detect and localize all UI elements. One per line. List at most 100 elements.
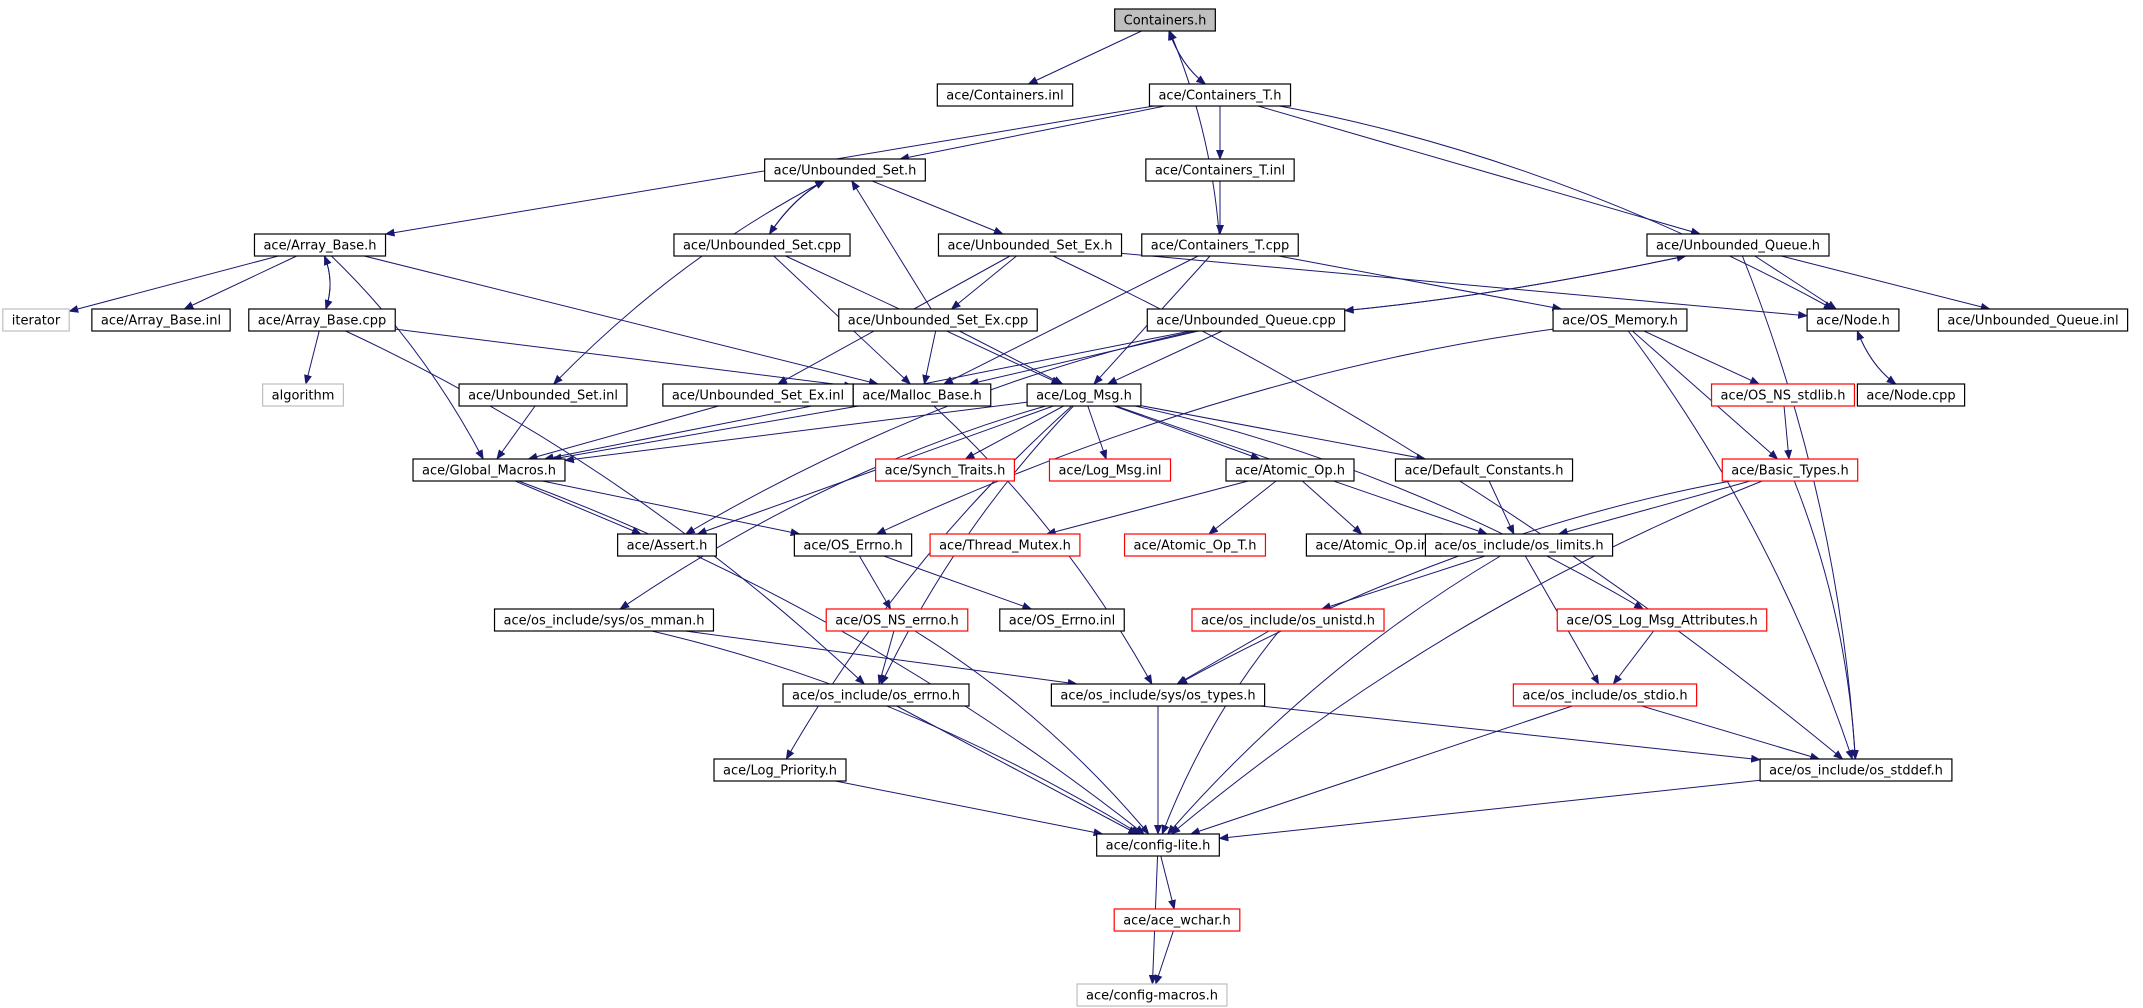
node-ace-atomic-op-t-h[interactable]: ace/Atomic_Op_T.h	[1123, 533, 1267, 557]
node-ace-containers-inl[interactable]: ace/Containers.inl	[936, 83, 1074, 107]
edge-ace-unbounded-set-ex-cpp-to-ace-unbounded-set-h	[851, 180, 932, 310]
node-box	[793, 533, 913, 557]
node-ace-containers-t-cpp[interactable]: ace/Containers_T.cpp	[1141, 233, 1299, 257]
node-box	[1394, 458, 1574, 482]
edge-ace-array-base-cpp-to-algorithm	[304, 330, 320, 385]
edge-ace-log-msg-h-to-ace-os-log-msg-attributes-h	[1134, 405, 1645, 610]
node-box	[1148, 83, 1292, 107]
node-ace-unbounded-set-cpp[interactable]: ace/Unbounded_Set.cpp	[673, 233, 851, 257]
node-ace-os-include-sys-os-types-h[interactable]: ace/os_include/sys/os_types.h	[1050, 683, 1266, 707]
node-label: ace/Containers_T.inl	[1155, 164, 1285, 179]
node-ace-atomic-op-h[interactable]: ace/Atomic_Op.h	[1225, 458, 1355, 482]
edge-ace-os-errno-h-to-ace-os-ns-errno-h	[859, 555, 892, 610]
node-ace-os-ns-stdlib-h[interactable]: ace/OS_NS_stdlib.h	[1710, 383, 1856, 407]
node-label: ace/Default_Constants.h	[1404, 464, 1563, 479]
node-ace-os-include-os-errno-h[interactable]: ace/os_include/os_errno.h	[782, 683, 970, 707]
node-ace-unbounded-set-ex-cpp[interactable]: ace/Unbounded_Set_Ex.cpp	[838, 308, 1038, 332]
node-ace-containers-t-inl[interactable]: ace/Containers_T.inl	[1145, 158, 1295, 182]
node-box	[1076, 983, 1228, 1007]
node-ace-os-memory-h[interactable]: ace/OS_Memory.h	[1552, 308, 1688, 332]
node-label: ace/Containers_T.cpp	[1151, 239, 1289, 254]
edge-ace-os-include-os-stdio-h-to-ace-config-lite-h	[1189, 705, 1573, 835]
node-ace-os-log-msg-attributes-h[interactable]: ace/OS_Log_Msg_Attributes.h	[1556, 608, 1768, 632]
edge-ace-unbounded-set-ex-cpp-to-ace-malloc-base-h	[922, 330, 937, 385]
node-ace-os-errno-h[interactable]: ace/OS_Errno.h	[793, 533, 913, 557]
node-ace-basic-types-h[interactable]: ace/Basic_Types.h	[1721, 458, 1859, 482]
node-ace-array-base-h[interactable]: ace/Array_Base.h	[253, 233, 387, 257]
node-ace-log-msg-h[interactable]: ace/Log_Msg.h	[1026, 383, 1142, 407]
node-box	[764, 158, 926, 182]
edge-ace-os-include-os-unistd-h-to-ace-os-include-sys-os-types-h	[1176, 630, 1270, 685]
edge-ace-os-include-os-errno-h-to-ace-config-lite-h	[896, 705, 1139, 835]
edge-ace-os-include-sys-os-mman-h-to-ace-os-include-sys-os-types-h	[685, 630, 1078, 687]
node-label: ace/Unbounded_Queue.inl	[1947, 314, 2118, 329]
edge-ace-atomic-op-h-to-ace-atomic-op-inl	[1301, 480, 1363, 535]
node-ace-malloc-base-h[interactable]: ace/Malloc_Base.h	[852, 383, 992, 407]
node-ace-assert-h[interactable]: ace/Assert.h	[617, 533, 717, 557]
node-box	[2, 308, 70, 332]
node-ace-os-include-os-stddef-h[interactable]: ace/os_include/os_stddef.h	[1759, 758, 1953, 782]
node-ace-ace-wchar-h[interactable]: ace/ace_wchar.h	[1113, 908, 1241, 932]
node-iterator[interactable]: iterator	[2, 308, 70, 332]
node-label: Containers.h	[1124, 14, 1207, 29]
node-ace-array-base-inl[interactable]: ace/Array_Base.inl	[91, 308, 231, 332]
node-box	[458, 383, 628, 407]
edge-ace-log-msg-h-to-ace-log-msg-inl	[1087, 405, 1108, 460]
node-ace-node-cpp[interactable]: ace/Node.cpp	[1856, 383, 1966, 407]
node-ace-unbounded-set-inl[interactable]: ace/Unbounded_Set.inl	[458, 383, 628, 407]
node-ace-array-base-cpp[interactable]: ace/Array_Base.cpp	[248, 308, 396, 332]
node-ace-global-macros-h[interactable]: ace/Global_Macros.h	[412, 458, 566, 482]
node-ace-config-macros-h[interactable]: ace/config-macros.h	[1076, 983, 1228, 1007]
node-ace-os-include-os-limits-h[interactable]: ace/os_include/os_limits.h	[1424, 533, 1614, 557]
node-box	[262, 383, 344, 407]
node-label: ace/OS_Memory.h	[1562, 314, 1678, 329]
node-label: ace/Containers.inl	[946, 89, 1063, 104]
node-label: ace/os_include/os_unistd.h	[1201, 614, 1375, 629]
edge-ace-array-base-h-to-ace-malloc-base-h	[364, 255, 879, 386]
node-ace-os-include-os-stdio-h[interactable]: ace/os_include/os_stdio.h	[1512, 683, 1698, 707]
node-ace-os-ns-errno-h[interactable]: ace/OS_NS_errno.h	[825, 608, 969, 632]
edge-ace-unbounded-set-ex-inl-to-ace-global-macros-h	[527, 405, 719, 461]
edge-ace-os-include-sys-os-types-h-to-ace-os-include-os-stddef-h	[1260, 705, 1762, 763]
node-label: ace/Containers_T.h	[1158, 89, 1281, 104]
edge-ace-unbounded-set-h-to-ace-unbounded-set-ex-h	[871, 180, 1004, 235]
node-ace-default-constants-h[interactable]: ace/Default_Constants.h	[1394, 458, 1574, 482]
edge-ace-unbounded-queue-h-to-ace-unbounded-queue-cpp	[1343, 255, 1686, 314]
node-ace-unbounded-queue-inl[interactable]: ace/Unbounded_Queue.inl	[1937, 308, 2129, 332]
node-ace-unbounded-queue-cpp[interactable]: ace/Unbounded_Queue.cpp	[1146, 308, 1346, 332]
node-ace-unbounded-set-ex-h[interactable]: ace/Unbounded_Set_Ex.h	[937, 233, 1123, 257]
node-label: ace/os_include/os_limits.h	[1434, 539, 1603, 554]
node-containers-h[interactable]: Containers.h	[1114, 8, 1216, 32]
edge-ace-os-include-os-stdio-h-to-ace-os-include-os-stddef-h	[1641, 705, 1821, 761]
edge-ace-config-lite-h-to-ace-ace-wchar-h	[1160, 855, 1176, 910]
node-box	[1026, 383, 1142, 407]
node-ace-log-priority-h[interactable]: ace/Log_Priority.h	[713, 758, 847, 782]
node-ace-synch-traits-h[interactable]: ace/Synch_Traits.h	[875, 458, 1015, 482]
node-ace-thread-mutex-h[interactable]: ace/Thread_Mutex.h	[929, 533, 1081, 557]
node-ace-unbounded-set-h[interactable]: ace/Unbounded_Set.h	[764, 158, 926, 182]
node-ace-config-lite-h[interactable]: ace/config-lite.h	[1096, 833, 1220, 857]
node-ace-os-include-os-unistd-h[interactable]: ace/os_include/os_unistd.h	[1191, 608, 1385, 632]
node-ace-containers-t-h[interactable]: ace/Containers_T.h	[1148, 83, 1292, 107]
node-box	[999, 608, 1125, 632]
node-ace-node-h[interactable]: ace/Node.h	[1806, 308, 1900, 332]
edge-ace-log-msg-h-to-ace-synch-traits-h	[964, 405, 1064, 460]
node-ace-log-msg-inl[interactable]: ace/Log_Msg.inl	[1048, 458, 1172, 482]
node-ace-unbounded-queue-h[interactable]: ace/Unbounded_Queue.h	[1646, 233, 1830, 257]
edge-ace-basic-types-h-to-ace-os-include-sys-os-types-h	[1177, 480, 1731, 685]
node-ace-os-include-sys-os-mman-h[interactable]: ace/os_include/sys/os_mman.h	[493, 608, 715, 632]
node-algorithm[interactable]: algorithm	[262, 383, 344, 407]
edge-ace-log-msg-h-to-ace-default-constants-h	[1140, 405, 1427, 462]
node-ace-unbounded-set-ex-inl[interactable]: ace/Unbounded_Set_Ex.inl	[662, 383, 854, 407]
node-label: ace/os_include/sys/os_mman.h	[504, 614, 705, 629]
node-ace-os-errno-inl[interactable]: ace/OS_Errno.inl	[999, 608, 1125, 632]
node-box	[782, 683, 970, 707]
edge-ace-unbounded-set-cpp-to-ace-unbounded-set-h	[768, 180, 826, 235]
node-label: ace/Array_Base.cpp	[258, 314, 386, 329]
node-label: ace/OS_Errno.inl	[1009, 614, 1115, 629]
edge-ace-os-log-msg-attributes-h-to-ace-os-include-os-stdio-h	[1612, 630, 1655, 685]
node-ace-atomic-op-inl[interactable]: ace/Atomic_Op.inl	[1305, 533, 1443, 557]
edge-ace-unbounded-set-h-to-ace-unbounded-set-inl	[553, 180, 825, 385]
node-box	[929, 533, 1081, 557]
node-label: ace/OS_Errno.h	[803, 539, 902, 554]
